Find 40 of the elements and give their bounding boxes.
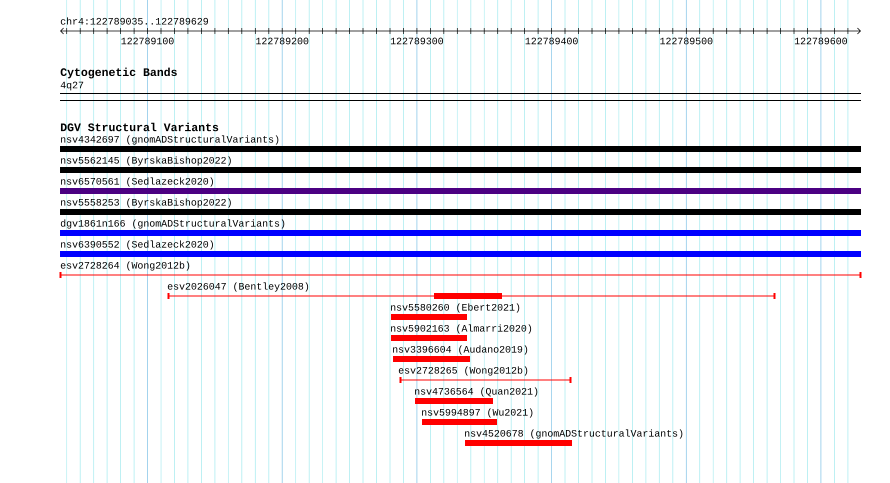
node-label: esv2728264 (Wong2012b) [60,261,190,271]
tick-label: 122789600 [794,38,848,44]
node-label: nsv5902163 (Almarri2020) [391,324,532,334]
node-label: esv2026047 (Bentley2008) [168,282,308,292]
variant-feature: esv2728265 (Wong2012b) [398,366,572,383]
node-label: nsv4520678 (gnomADStructuralVariants) [465,429,682,439]
variant-feature: nsv5580260 (Ebert2021) [391,303,520,320]
tick-label: 122789300 [390,38,444,44]
node-label: nsv5562145 (ByrskaBishop2022) [61,156,231,166]
variant-feature: nsv5994897 (Wu2021) [422,408,532,425]
node-label: nsv6570561 (Sedlazeck2020) [61,177,213,187]
node-label: nsv3396604 (Audano2019) [393,345,528,355]
variant-feature: nsv3396604 (Audano2019) [393,345,528,362]
variant-feature: esv2728264 (Wong2012b) [60,261,862,278]
node-label: nsv6390552 (Sedlazeck2020) [61,240,213,250]
tick-label: 122789100 [122,38,174,44]
node-label: nsv4342697 (gnomADStructuralVariants) [61,135,278,145]
variant-feature: nsv6570561 (Sedlazeck2020) [60,177,861,194]
variant-feature: nsv6390552 (Sedlazeck2020) [60,240,861,257]
track-title: DGV Structural Variants [60,122,218,132]
variant-feature: nsv5558253 (ByrskaBishop2022) [60,198,861,215]
tick-label: 122789500 [660,38,712,44]
track-title: Cytogenetic Bands [60,68,177,78]
variant-feature: dgv1861n166 (gnomADStructuralVariants) [60,219,861,236]
variant-feature: nsv5902163 (Almarri2020) [391,324,532,341]
location-label: chr4:122789035..122789629 [60,17,208,25]
node-label: esv2728265 (Wong2012b) [398,366,528,376]
variant-feature: nsv4736564 (Quan2021) [415,387,538,404]
variant-feature: nsv5562145 (ByrskaBishop2022) [60,156,861,173]
variant-feature: nsv4342697 (gnomADStructuralVariants) [60,135,861,152]
tick-label: 122789200 [256,38,308,44]
variant-feature: nsv4520678 (gnomADStructuralVariants) [465,429,682,446]
node-label: nsv4736564 (Quan2021) [415,387,538,397]
node-label: nsv5580260 (Ebert2021) [391,303,520,313]
band-label: 4q27 [60,82,84,90]
node-label: nsv5994897 (Wu2021) [422,408,532,418]
node-label: dgv1861n166 (gnomADStructuralVariants) [60,219,284,229]
variant-feature: esv2026047 (Bentley2008) [168,282,776,299]
tick-label: 122789400 [526,38,578,44]
node-label: nsv5558253 (ByrskaBishop2022) [61,198,231,208]
